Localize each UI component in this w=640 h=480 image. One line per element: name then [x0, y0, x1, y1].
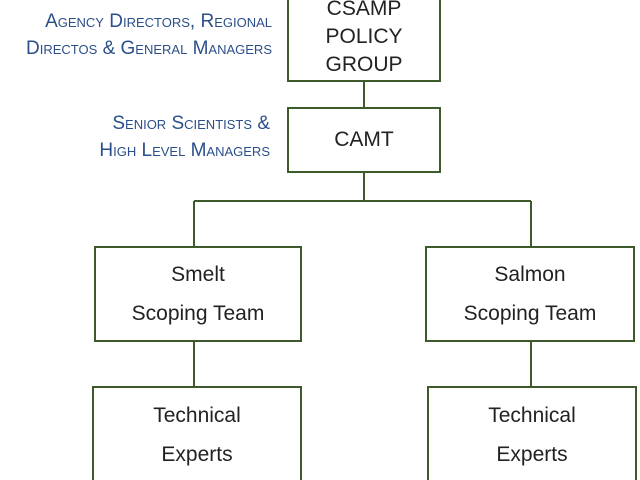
- tech-left-line2: Experts: [161, 443, 233, 466]
- salmon-line1: Salmon: [494, 263, 566, 286]
- directors-level-label: Agency Directors, Regional Directos & Ge…: [26, 8, 272, 62]
- scientists-label-line2: High Level Managers: [99, 140, 270, 161]
- policy-group-line1: CSAMP: [326, 0, 402, 20]
- technical-experts-left-box: Technical Experts: [92, 386, 302, 480]
- tech-left-line1: Technical: [153, 404, 241, 427]
- salmon-line2: Scoping Team: [463, 302, 597, 325]
- tech-right-line1: Technical: [488, 404, 576, 427]
- directors-label-line2: Directos & General Managers: [26, 38, 272, 59]
- scientists-label-line1: Senior Scientists &: [112, 113, 270, 134]
- smelt-line2: Scoping Team: [131, 302, 265, 325]
- policy-group-line3: GROUP: [325, 53, 403, 76]
- camt-label: CAMT: [334, 128, 394, 151]
- policy-group-line2: POLICY: [325, 25, 403, 48]
- technical-experts-right-box: Technical Experts: [427, 386, 637, 480]
- directors-label-line1: Agency Directors, Regional: [45, 11, 272, 32]
- tech-right-line2: Experts: [496, 443, 568, 466]
- policy-group-box: CSAMP POLICY GROUP: [287, 0, 441, 82]
- salmon-scoping-team-box: Salmon Scoping Team: [425, 246, 635, 342]
- smelt-line1: Smelt: [171, 263, 225, 286]
- scientists-level-label: Senior Scientists & High Level Managers: [99, 110, 270, 164]
- smelt-scoping-team-box: Smelt Scoping Team: [94, 246, 302, 342]
- camt-box: CAMT: [287, 107, 441, 173]
